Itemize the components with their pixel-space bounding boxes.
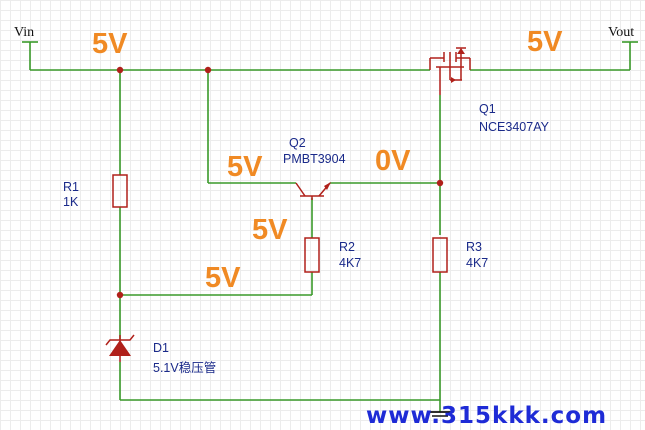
voltage-vin-rail: 5V	[92, 28, 128, 60]
watermark-text: www.315kkk.com	[366, 403, 607, 429]
voltage-q2-base: 5V	[252, 214, 288, 246]
junction-dot	[116, 291, 124, 299]
junction-dot	[204, 66, 212, 74]
resistor-r1-symbol	[112, 174, 128, 208]
pmos-transistor-q1-symbol	[429, 47, 471, 95]
resistor-r2-symbol	[304, 237, 320, 273]
q2-ref-label: Q2	[289, 136, 306, 150]
r1-ref-label: R1	[63, 180, 79, 194]
zener-d1-symbol	[105, 334, 135, 362]
resistor-r3-symbol	[432, 237, 448, 273]
vin-pin-label: Vin	[14, 25, 34, 40]
junction-dot	[116, 66, 124, 74]
wires	[22, 41, 638, 412]
q1-ref-label: Q1	[479, 102, 496, 116]
r2-value-label: 4K7	[339, 256, 361, 270]
r3-value-label: 4K7	[466, 256, 488, 270]
voltage-q2-collector: 5V	[227, 151, 263, 183]
vout-pin-label: Vout	[608, 25, 634, 40]
junction-dot	[436, 179, 444, 187]
q2-value-label: PMBT3904	[283, 152, 346, 166]
r3-ref-label: R3	[466, 240, 482, 254]
npn-transistor-q2-symbol	[295, 182, 331, 200]
r1-value-label: 1K	[63, 195, 79, 209]
q1-value-label: NCE3407AY	[479, 120, 550, 134]
junction-dots	[116, 66, 444, 299]
voltage-q1-gate: 0V	[375, 145, 411, 177]
voltage-divider-node: 5V	[205, 262, 241, 294]
d1-ref-label: D1	[153, 341, 169, 355]
voltage-vout-rail: 5V	[527, 26, 563, 58]
r2-ref-label: R2	[339, 240, 355, 254]
ground-symbol	[428, 411, 452, 417]
d1-value-label: 5.1V稳压管	[153, 360, 216, 375]
